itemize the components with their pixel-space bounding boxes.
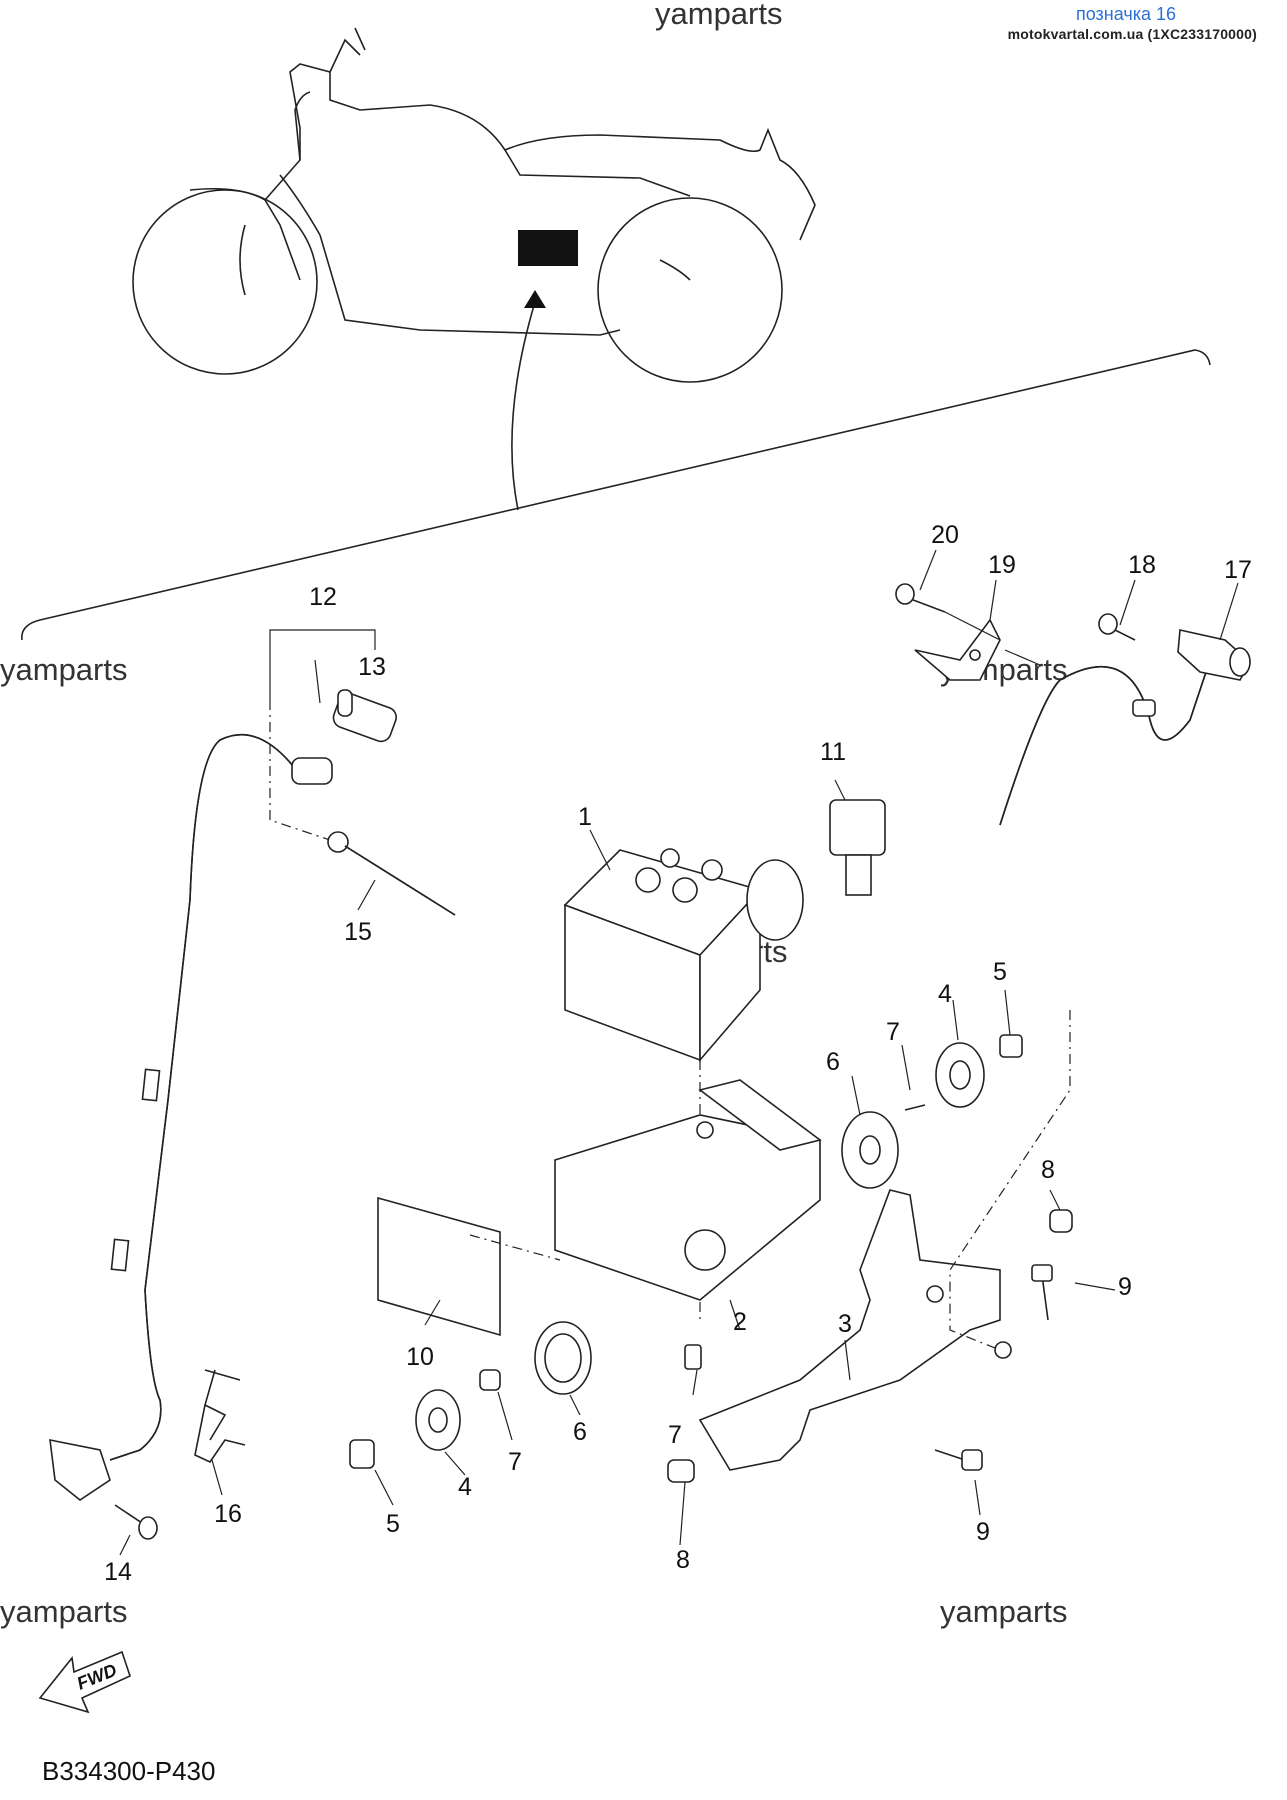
bolt-14 [114,1504,158,1540]
front-sensor-cable [49,733,333,1501]
part-label-4-left: 4 [458,1473,472,1501]
part-label-14: 14 [104,1558,132,1586]
part-label-5-left: 5 [386,1510,400,1538]
part-label-5-right: 5 [993,958,1007,986]
leader-lines [119,549,1239,1556]
motorcycle-outline [132,27,816,511]
part-label-1: 1 [578,803,592,831]
hardware-right [841,1034,1073,1321]
part-label-3: 3 [838,1310,852,1338]
part-label-13: 13 [358,653,386,681]
header-subtitle: motokvartal.com.ua (1XC233170000) [1007,26,1257,42]
bracket-3 [698,1189,1001,1471]
part-label-15: 15 [344,918,372,946]
part-label-7-middle: 7 [668,1421,682,1449]
cable-tie-15 [327,831,456,916]
rear-sensor-assembly [895,583,1252,826]
part-label-7-right: 7 [886,1018,900,1046]
part-label-9-right: 9 [1118,1273,1132,1301]
part-label-8-right: 8 [1041,1156,1055,1184]
part-label-7-left: 7 [508,1448,522,1476]
clamp-16 [194,1369,246,1464]
part-label-8-left: 8 [676,1546,690,1574]
part-label-9-left: 9 [976,1518,990,1546]
connector-11 [829,799,886,896]
diagram-code: B334300-P430 [42,1756,215,1786]
watermark-left-top: yamparts [0,652,127,687]
fwd-arrow-icon: FWD [38,1650,131,1714]
part-label-11: 11 [820,738,846,766]
bracket-12 [269,629,376,700]
header-title[interactable]: позначка 16 [1075,4,1176,24]
bracket-2 [554,1079,822,1301]
abs-unit-1 [563,848,804,1063]
leader-12-15 [269,700,331,841]
part-label-20: 20 [931,521,959,549]
watermark-left-bottom: yamparts [0,1594,127,1629]
part-label-18: 18 [1128,551,1156,579]
watermark-top: yamparts [655,0,782,31]
part-label-6-right: 6 [826,1048,840,1076]
part-label-10: 10 [406,1343,434,1371]
label-plate-10 [377,1196,501,1337]
part-label-17: 17 [1224,556,1252,584]
part-label-16: 16 [214,1500,242,1528]
part-label-2: 2 [733,1308,747,1336]
part-label-6-left: 6 [573,1418,587,1446]
part-label-4-right: 4 [938,980,952,1008]
part-label-12: 12 [309,583,337,611]
grommet-13 [332,689,397,743]
divider-line [21,349,1211,641]
part-label-19: 19 [988,551,1016,579]
hardware-left [349,1321,983,1483]
watermark-right-bottom: yamparts [940,1594,1067,1629]
